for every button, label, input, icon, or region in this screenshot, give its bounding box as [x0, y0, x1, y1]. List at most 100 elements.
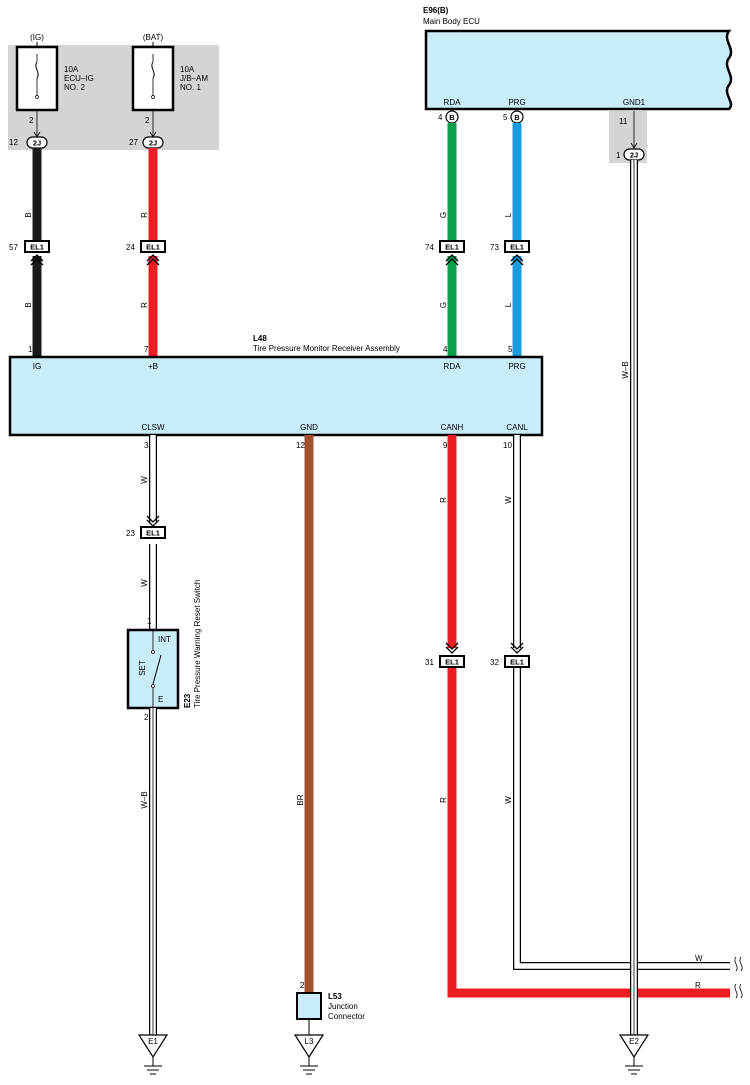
wire-break-icon [734, 956, 743, 972]
wire-color-l-2: L [504, 302, 513, 307]
gnd1-sub-pin: 1 [616, 151, 621, 160]
main-ecu-code: E96(B) [423, 6, 449, 15]
main-body-ecu-box [424, 29, 733, 111]
wire-color-r-1: R [140, 212, 149, 218]
rcv-label-canh: CANH [441, 423, 464, 432]
rcv-label-canl: CANL [506, 423, 528, 432]
el1-connector-31: 31 EL1 [425, 642, 465, 668]
el1-connector-32: 32 EL1 [490, 642, 530, 668]
ecu-prg-pin: 5 [503, 113, 508, 122]
rcv-pin-prg: 5 [508, 345, 513, 354]
svg-text:EL1: EL1 [445, 658, 459, 667]
svg-text:57: 57 [9, 243, 18, 252]
switch-set-label: SET [138, 660, 147, 676]
el1-connector-23: 23 EL1 [126, 515, 166, 539]
switch-pin-top: 1 [147, 617, 152, 626]
bat-fuse-rating: 10A [180, 65, 195, 74]
svg-text:23: 23 [126, 529, 135, 538]
junction-name2: Connector [328, 1012, 365, 1021]
el1-connector-24: 24 EL1 [126, 240, 166, 266]
rcv-label-clsw: CLSW [141, 423, 165, 432]
bat-source-label: (BAT) [143, 33, 164, 42]
el1-connector-73: 73 EL1 [490, 240, 530, 266]
wire-color-br: BR [296, 794, 305, 805]
bat-conn-pin: 27 [129, 138, 138, 147]
ig-fuse-rating: 10A [64, 65, 79, 74]
wire-color-r-4: R [439, 797, 448, 803]
wire-color-g-2: G [439, 302, 448, 308]
svg-text:B: B [449, 113, 455, 122]
wire-color-w-5: W [695, 954, 703, 963]
wire-break-icon [734, 983, 743, 999]
rcv-label-prg: PRG [508, 362, 525, 371]
fuse-icon [151, 61, 155, 79]
switch-contact-icon [152, 654, 162, 685]
wire-color-l-1: L [504, 212, 513, 217]
svg-text:EL1: EL1 [510, 658, 524, 667]
rcv-pin-ig: 1 [28, 345, 33, 354]
wire-color-r-2: R [140, 302, 149, 308]
receiver-assembly-box [8, 355, 544, 437]
wire-color-w-4: W [504, 796, 513, 804]
ig-fuse-name1: ECU–IG [64, 74, 94, 83]
wire-color-g-1: G [439, 212, 448, 218]
ig-conn-pin: 12 [9, 138, 18, 147]
switch-pin-bottom: 2 [144, 713, 149, 722]
ig-source-label: (IG) [30, 33, 44, 42]
bat-fuse-name1: J/B–AM [180, 74, 208, 83]
switch-e-label: E [158, 695, 163, 704]
rcv-pin-canh: 9 [443, 441, 448, 450]
rcv-pin-b: 7 [144, 345, 149, 354]
svg-text:2J: 2J [33, 139, 41, 148]
svg-text:E2: E2 [629, 1037, 639, 1046]
ecu-gnd1-label: GND1 [623, 98, 646, 107]
svg-text:EL1: EL1 [510, 243, 524, 252]
wire-r-canh-lower [447, 668, 730, 998]
svg-text:EL1: EL1 [146, 529, 160, 538]
svg-text:2J: 2J [630, 151, 638, 160]
receiver-code: L48 [253, 334, 267, 343]
el1-connector-74: 74 EL1 [425, 240, 465, 266]
bat-fuse-pin: 2 [145, 116, 150, 125]
junction-code: L53 [328, 992, 342, 1001]
rcv-pin-gnd: 12 [296, 441, 305, 450]
rcv-pin-rda: 4 [443, 345, 448, 354]
junction-connector-box [296, 992, 322, 1020]
junction-name1: Junction [328, 1002, 358, 1011]
wire-color-w-3: W [504, 496, 513, 504]
receiver-name: Tire Pressure Monitor Receiver Assembly [253, 344, 400, 353]
svg-text:24: 24 [126, 243, 135, 252]
svg-text:EL1: EL1 [30, 243, 44, 252]
switch-code: E23 [183, 693, 192, 708]
junction-pin: 2 [300, 981, 305, 990]
fuse-icon [35, 61, 39, 79]
wire-color-r-3: R [439, 497, 448, 503]
ig-fuse-name2: NO. 2 [64, 83, 85, 92]
rcv-pin-clsw: 3 [144, 441, 149, 450]
svg-text:31: 31 [425, 658, 434, 667]
bat-fuse-name2: NO. 1 [180, 83, 201, 92]
rcv-label-gnd: GND [300, 423, 318, 432]
rcv-label-rda: RDA [444, 362, 462, 371]
ecu-rda-pin: 4 [438, 113, 443, 122]
ig-fuse-pin: 2 [29, 116, 34, 125]
ecu-rda-label: RDA [444, 98, 462, 107]
svg-text:74: 74 [425, 243, 434, 252]
svg-text:B: B [514, 113, 520, 122]
svg-text:EL1: EL1 [445, 243, 459, 252]
ground-e2: E2 [618, 1034, 650, 1075]
main-ecu-name: Main Body ECU [423, 17, 480, 26]
wire-color-b-1: B [24, 212, 33, 217]
switch-int-label: INT [158, 635, 171, 644]
wire-color-wb-1: W–B [140, 791, 149, 808]
el1-connector-57: 57 EL1 [9, 240, 50, 266]
wire-color-r-5: R [695, 981, 701, 990]
ecu-prg-label: PRG [508, 98, 525, 107]
svg-text:32: 32 [490, 658, 499, 667]
ground-l3: L3 [293, 1034, 325, 1075]
svg-text:2J: 2J [149, 139, 157, 148]
wire-color-w-2: W [140, 579, 149, 587]
svg-text:E1: E1 [148, 1037, 158, 1046]
svg-text:L3: L3 [305, 1037, 314, 1046]
